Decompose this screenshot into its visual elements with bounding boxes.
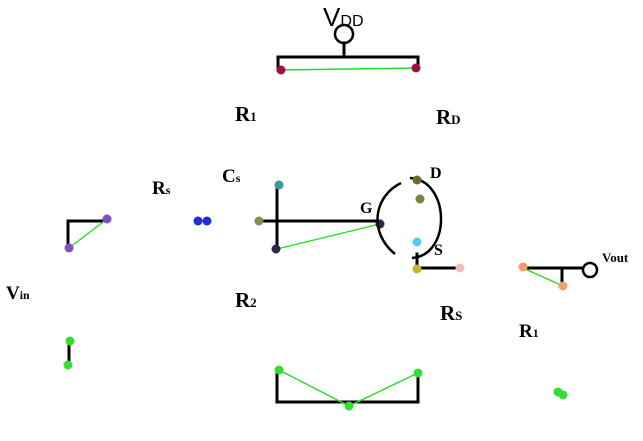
vin-label: Vin	[6, 283, 30, 304]
r2-label: R2	[235, 288, 257, 312]
gate-connector-line	[276, 223, 381, 250]
r1-bottom-node	[274, 180, 284, 190]
rs-bottom-node	[413, 368, 423, 378]
vin-connector-line	[68, 218, 108, 249]
ground-connector-right	[348, 372, 419, 407]
vdd-label: VDD	[323, 2, 364, 32]
cs-label: Cs	[222, 166, 241, 187]
gate-label: G	[360, 200, 373, 217]
vdd-node-left	[276, 65, 286, 75]
r1-load-top-node	[558, 281, 568, 291]
mosfet-channel-arc	[409, 176, 443, 260]
r1-label: R1	[235, 102, 257, 126]
source-upper-node	[412, 237, 422, 247]
vout-terminal	[581, 261, 599, 279]
r1-load-bottom-node-b	[558, 390, 568, 400]
drain-lower-node	[415, 194, 425, 204]
ground-connector-left	[278, 369, 350, 407]
rs-source-right-node-a	[193, 216, 203, 226]
source-node	[412, 264, 422, 274]
vout-connector-line	[522, 267, 564, 287]
vin-right-node	[102, 214, 112, 224]
rs-source-label: Rs	[152, 178, 171, 199]
ground-node	[344, 401, 354, 411]
vout-left-node	[518, 262, 528, 272]
vin-ground-node-top	[65, 336, 75, 346]
r1-load-label: R1	[519, 321, 539, 342]
rs-label: RS	[440, 301, 463, 325]
mosfet-gate-arc	[376, 181, 402, 255]
drain-node	[412, 175, 422, 185]
rs-top-node	[455, 263, 465, 273]
vdd-connector-line	[280, 67, 417, 71]
source-label: S	[434, 242, 443, 259]
r2-top-node	[271, 244, 281, 254]
vdd-node-right	[411, 63, 421, 73]
vout-label: Vout	[602, 250, 629, 265]
rd-label: RD	[436, 105, 461, 129]
r2-bottom-node	[274, 365, 284, 375]
drain-label: D	[430, 165, 442, 182]
rs-source-right-node-b	[202, 216, 212, 226]
vin-ground-node-bottom	[63, 360, 73, 370]
cs-right-node	[254, 216, 264, 226]
vin-left-node	[64, 243, 74, 253]
